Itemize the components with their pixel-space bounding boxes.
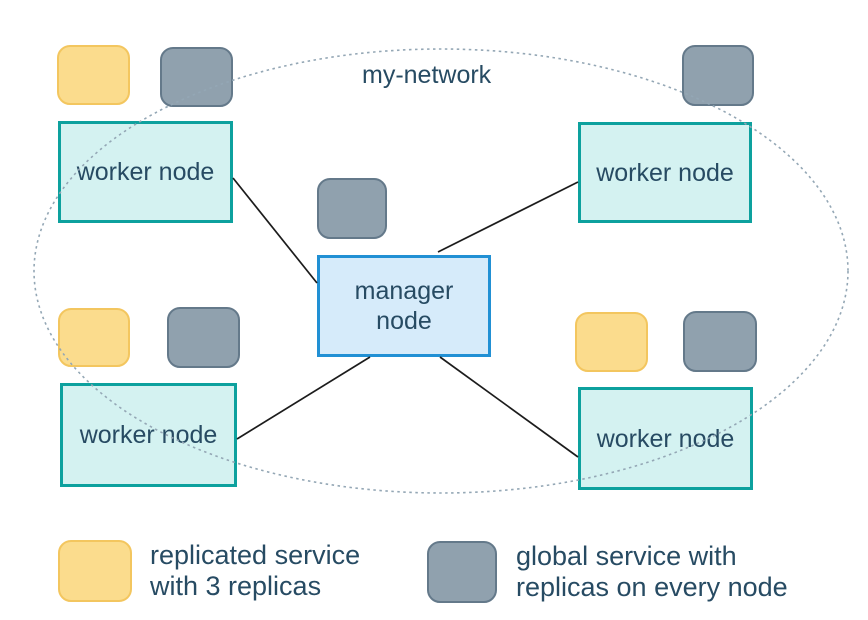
worker-node-top-right: worker node: [578, 122, 752, 223]
manager-node: manager node: [317, 255, 491, 357]
worker-node-label: worker node: [596, 158, 734, 187]
worker-node-label: worker node: [76, 158, 215, 186]
manager-node-label-line1: manager: [354, 277, 454, 305]
legend-global-line1: global service with: [516, 541, 737, 571]
manager-worker-link: [236, 356, 371, 440]
replicated-service-icon: [575, 312, 648, 372]
worker-node-label: worker node: [79, 421, 218, 449]
replicated-service-icon: [58, 308, 130, 367]
legend-global-line2: replicas on every node: [516, 572, 788, 602]
manager-node-label: manager node: [355, 276, 454, 336]
global-service-icon: [167, 307, 240, 368]
manager-worker-link: [439, 356, 579, 458]
manager-node-label-line2: node: [376, 307, 432, 335]
global-service-icon: [160, 47, 233, 107]
global-service-icon: [683, 311, 757, 372]
legend-replicated-line1: replicated service: [150, 540, 361, 570]
manager-worker-link: [232, 177, 318, 284]
legend-replicated-label: replicated service with 3 replicas: [150, 540, 360, 602]
global-service-icon: [682, 45, 754, 106]
legend-global-label: global service with replicas on every no…: [516, 541, 788, 603]
replicated-service-icon: [57, 45, 130, 105]
network-name-label: my-network: [362, 61, 492, 89]
global-service-icon: [317, 178, 387, 239]
worker-node-top-left: worker node: [58, 121, 233, 223]
legend-replicated-line2: with 3 replicas: [150, 571, 322, 601]
worker-node-bottom-left: worker node: [60, 383, 237, 487]
legend-global-swatch: [427, 541, 497, 603]
legend-replicated-swatch: [58, 540, 132, 602]
worker-node-bottom-right: worker node: [578, 387, 753, 490]
manager-worker-link: [437, 181, 579, 253]
worker-node-label: worker node: [596, 424, 735, 453]
